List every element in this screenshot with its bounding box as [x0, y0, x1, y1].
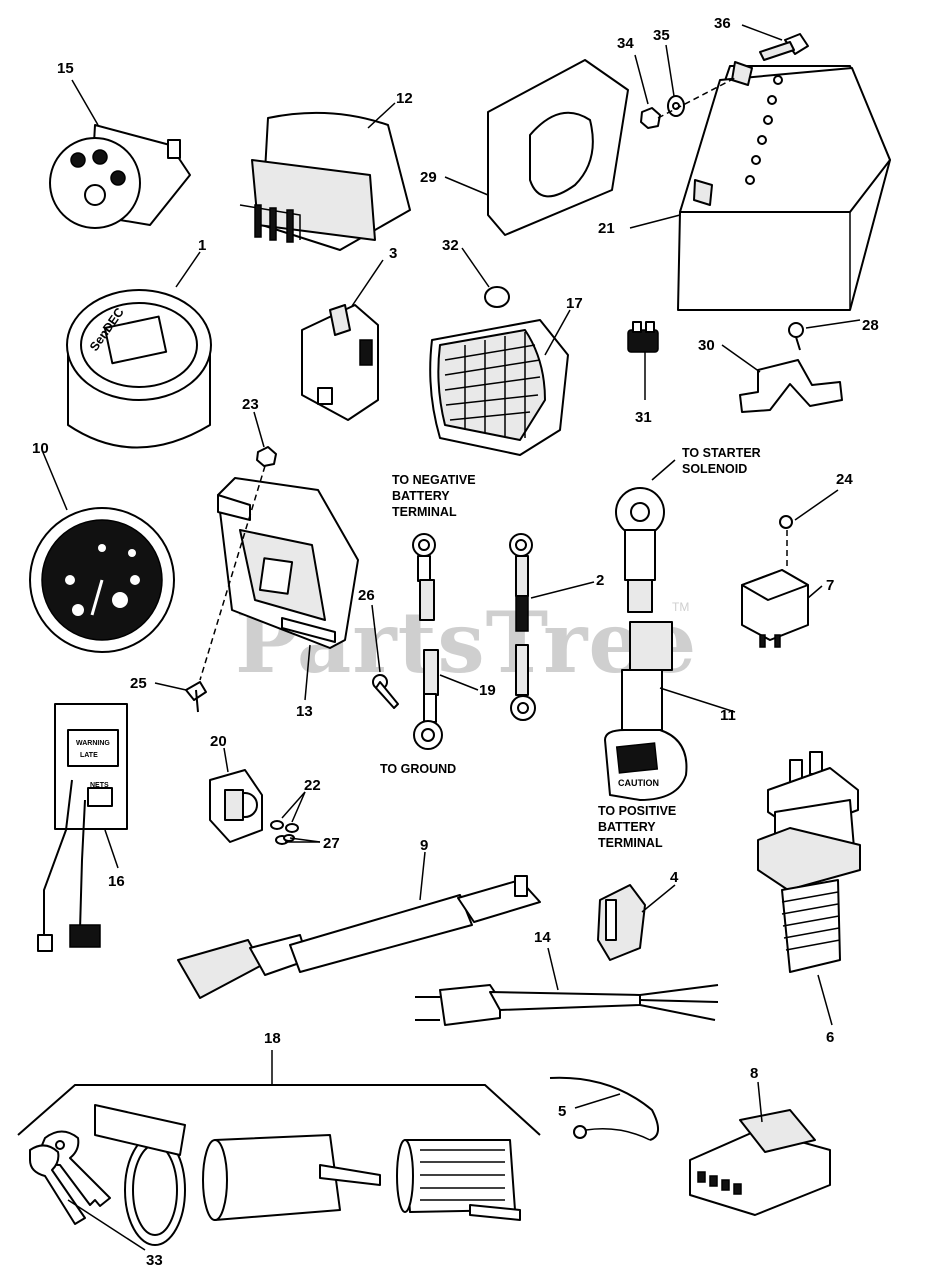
part-9-harness	[177, 851, 541, 999]
part-20-switch	[209, 747, 263, 843]
callout-8: 8	[750, 1065, 758, 1082]
parts-22-27-washers	[270, 791, 321, 845]
callout-23: 23	[242, 396, 259, 413]
part-16-electrical-panel: WARNING LATE NETS	[37, 703, 128, 952]
caption-negative-line-1: TO NEGATIVE	[392, 473, 476, 487]
part-25-screw	[154, 681, 207, 713]
part-33-ignition-keys	[29, 1130, 146, 1251]
callout-13: 13	[296, 703, 313, 720]
callout-numbers: 15 12 29 34 35 36 21 1 3 32 17 28 30 31 …	[32, 15, 879, 1269]
callout-24: 24	[836, 471, 853, 488]
callout-34: 34	[617, 35, 634, 52]
watermark-tm: TM	[672, 600, 689, 614]
part-26-screw	[371, 604, 399, 709]
caption-positive-line-1: TO POSITIVE	[598, 804, 676, 818]
callout-5: 5	[558, 1103, 566, 1120]
callout-9: 9	[420, 837, 428, 854]
part-32-plug	[461, 247, 510, 308]
caption-positive-line-3: TERMINAL	[598, 836, 663, 850]
callout-16: 16	[108, 873, 125, 890]
part-30-bracket	[721, 344, 843, 413]
callout-27: 27	[323, 835, 340, 852]
callout-18: 18	[264, 1030, 281, 1047]
part-1-hour-meter: SenDEC	[66, 251, 212, 449]
callout-28: 28	[862, 317, 879, 334]
part-4-connector	[597, 884, 676, 961]
callout-32: 32	[442, 237, 459, 254]
callout-19: 19	[479, 682, 496, 699]
part-2-ground-strap	[509, 533, 595, 721]
part-11-positive-cable: CAUTION	[604, 459, 736, 801]
caption-starter-line-2: SOLENOID	[682, 462, 747, 476]
callout-30: 30	[698, 337, 715, 354]
part-13-receptacle	[199, 465, 359, 701]
caption-negative-line-3: TERMINAL	[392, 505, 457, 519]
part-24-screw	[779, 489, 839, 570]
panel-plug-label: NETS	[90, 782, 109, 789]
parts-34-35-36-battery-hardware	[634, 24, 809, 129]
part-19-negative-cable	[412, 533, 479, 750]
part-6-oil-pressure-switch	[757, 751, 861, 1026]
part-23-nut	[253, 411, 277, 467]
part-18-kit-frame	[17, 1050, 541, 1136]
callout-11: 11	[720, 707, 736, 724]
callout-14: 14	[534, 929, 551, 946]
part-7-relay	[741, 569, 823, 648]
part-8-multi-pin-connector	[689, 1081, 831, 1216]
part-18-clamp	[94, 1104, 186, 1246]
callout-33: 33	[146, 1252, 163, 1269]
callout-29: 29	[420, 169, 437, 186]
callout-7: 7	[826, 577, 834, 594]
callout-6: 6	[826, 1029, 834, 1046]
callout-17: 17	[566, 295, 583, 312]
part-5-cable-tie	[549, 1076, 659, 1141]
callout-15: 15	[57, 60, 74, 77]
callout-25: 25	[130, 675, 147, 692]
callout-31: 31	[635, 409, 652, 426]
callout-36: 36	[714, 15, 731, 32]
caption-ground: TO GROUND	[380, 762, 456, 776]
part-28-screw	[788, 319, 861, 351]
captions: TO NEGATIVE BATTERY TERMINAL TO GROUND T…	[380, 446, 761, 850]
part-3-seat-switch	[301, 259, 384, 421]
caption-negative-line-2: BATTERY	[392, 489, 450, 503]
part-18-tube	[202, 1134, 381, 1221]
part-15-round-switch	[49, 79, 191, 229]
panel-label-1: WARNING	[76, 740, 110, 747]
callout-26: 26	[358, 587, 375, 604]
callout-35: 35	[653, 27, 670, 44]
caption-starter-line-1: TO STARTER	[682, 446, 761, 460]
panel-label-2: LATE	[80, 752, 98, 759]
callout-2: 2	[596, 572, 604, 589]
callout-21: 21	[598, 220, 615, 237]
part-12-rocker-switch	[239, 102, 411, 251]
callout-3: 3	[389, 245, 397, 262]
callout-1: 1	[198, 237, 206, 254]
callout-4: 4	[670, 869, 679, 886]
part-21-battery	[629, 61, 891, 311]
callout-10: 10	[32, 440, 49, 457]
callout-12: 12	[396, 90, 413, 107]
callout-20: 20	[210, 733, 227, 750]
part-10-tachometer	[29, 449, 175, 653]
part-18-sleeve	[396, 1139, 521, 1221]
part-29-gasket	[444, 59, 629, 236]
caption-positive-line-2: BATTERY	[598, 820, 656, 834]
part-14-power-cord	[415, 947, 719, 1026]
callout-22: 22	[304, 777, 321, 794]
terminal-tag: CAUTION	[618, 778, 659, 788]
part-17-headlight	[429, 309, 571, 456]
part-31-fuse	[627, 321, 659, 400]
